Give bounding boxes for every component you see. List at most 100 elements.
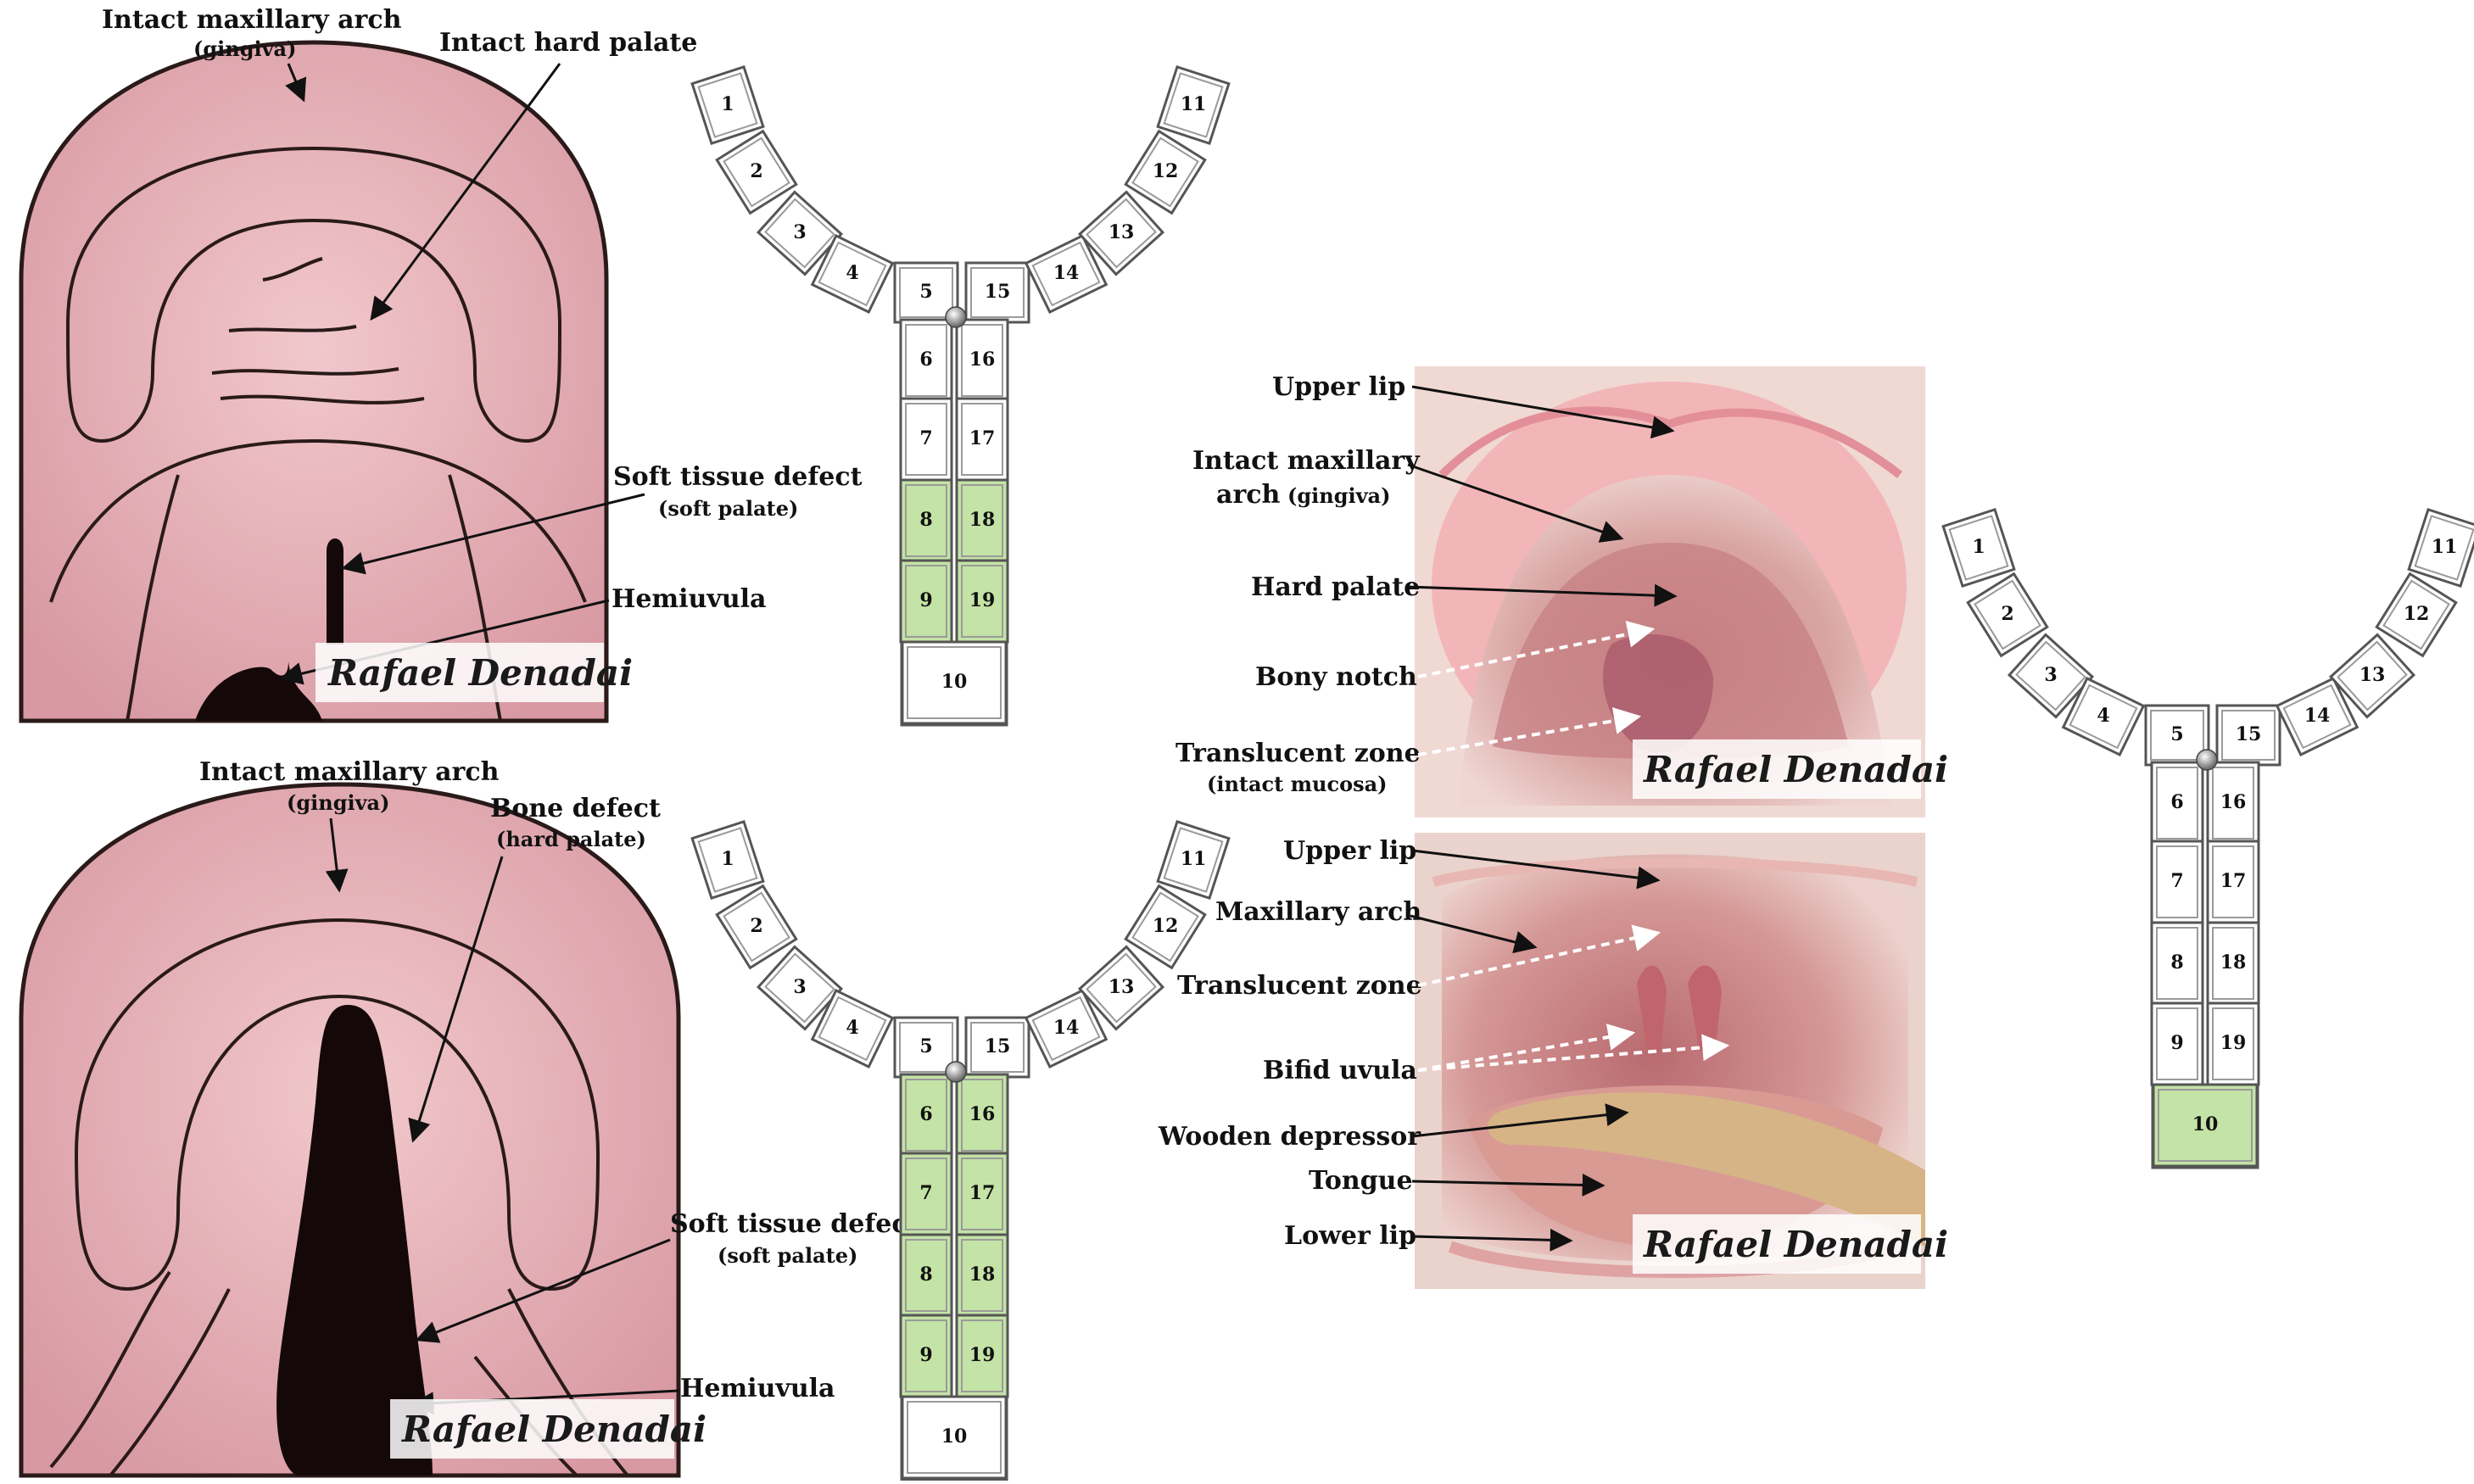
y-cell-inner (2150, 710, 2204, 761)
y-cell-inner (1031, 241, 1101, 307)
y-cell-1: 1 (1941, 508, 2016, 588)
y-cell-3: 3 (756, 190, 844, 276)
y-cell-label: 9 (2170, 1032, 2183, 1054)
y-cell-16: 16 (2206, 761, 2260, 845)
y-cell-inner (1031, 996, 1101, 1062)
y-cell-label: 1 (721, 93, 734, 115)
label-gingiva: (gingiva) (193, 36, 296, 61)
y-cell-19: 19 (955, 559, 1009, 644)
y-cell-inner (2282, 683, 2352, 750)
label-upper-lip-top: Upper lip (1272, 372, 1405, 402)
y-cell-19: 19 (2206, 1001, 2260, 1086)
label-upper-lip-bottom: Upper lip (1283, 836, 1416, 866)
y-cell-inner (2414, 515, 2474, 581)
y-cell-17: 17 (955, 1152, 1009, 1236)
y-cell-inner (905, 1158, 947, 1230)
label-soft-tissue-defect-b: Soft tissue defect (670, 1209, 919, 1239)
y-cell-label: 18 (969, 509, 996, 531)
y-cell-inner (961, 1319, 1003, 1392)
y-cell-inner (961, 1079, 1003, 1152)
arrow-bifid-uvula-2 (1417, 1034, 1730, 1072)
label-bone-defect: Bone defect (490, 794, 661, 823)
y-cell-4: 4 (810, 989, 895, 1068)
y-cell-label: 15 (985, 1035, 1011, 1057)
y-cell-17: 17 (955, 397, 1009, 482)
y-cell-inner (2212, 767, 2254, 840)
y-cell-inner (905, 403, 947, 476)
y-cell-inner (2212, 927, 2254, 1000)
y-cell-inner (697, 72, 758, 138)
y-cell-2: 2 (715, 884, 798, 970)
y-cell-label: 16 (2220, 791, 2247, 813)
y-cell-label: 14 (1053, 262, 1080, 284)
arrow-bone-defect (408, 856, 504, 1143)
y-cell-label: 3 (2044, 664, 2057, 686)
y-cell-1: 1 (690, 820, 765, 900)
y-cell-10: 10 (901, 640, 1008, 725)
y-cell-label: 7 (919, 427, 932, 449)
label-bifid-uvula: Bifid uvula (1263, 1056, 1417, 1085)
y-cell-inner (2337, 640, 2408, 711)
y-cell-inner (2156, 767, 2198, 840)
y-cell-label: 3 (793, 221, 806, 243)
y-cell-18: 18 (2206, 921, 2260, 1006)
y-cell-inner (2156, 845, 2198, 918)
y-cell-label: 5 (2170, 723, 2183, 745)
y-cell-label: 15 (985, 281, 1011, 303)
y-cell-label: 4 (846, 1017, 858, 1039)
y-cell-label: 13 (2360, 664, 2386, 686)
arrow-arch-b (325, 817, 349, 893)
label-translucent-zone-top: Translucent zone (1176, 739, 1421, 768)
y-cell-2: 2 (1966, 572, 2049, 658)
arrow-arch-top (1407, 463, 1624, 543)
y-cell-5: 5 (893, 261, 959, 324)
y-cell-inner (907, 1401, 1002, 1474)
y-cell-label: 8 (919, 509, 932, 531)
y-cell-16: 16 (955, 1073, 1009, 1158)
y-cell-label: 4 (846, 262, 858, 284)
y-cell-8: 8 (899, 478, 953, 563)
y-cell-label: 14 (1053, 1017, 1080, 1039)
label-hemiuvula-b: Hemiuvula (680, 1374, 835, 1403)
y-cell-label: 1 (721, 848, 734, 870)
y-cell-inner (899, 267, 953, 318)
y-cell-label: 4 (2097, 705, 2109, 727)
photo-bottom-labels: Upper lip Maxillary arch Translucent zon… (1158, 836, 1948, 1274)
y-cell-label: 2 (2001, 603, 2013, 625)
photo-bottom (1415, 833, 1925, 1289)
arrow-soft-tissue-defect (341, 493, 645, 575)
y-cell-7: 7 (2150, 840, 2204, 924)
y-cell-label: 19 (969, 1344, 996, 1366)
y-cell-label: 17 (969, 427, 996, 449)
y-cell-label: 12 (2404, 603, 2430, 625)
arrow-maxillary-arch (1410, 914, 1538, 954)
y-cell-6: 6 (899, 318, 953, 403)
y-cell-12: 12 (2375, 572, 2458, 658)
y-cell-label: 14 (2304, 705, 2331, 727)
y-cell-10: 10 (2152, 1083, 2259, 1168)
arrow-lower-lip (1411, 1228, 1573, 1252)
watermark-photo-top: Rafael Denadai (1643, 749, 1948, 790)
watermark-photo-bottom: Rafael Denadai (1643, 1224, 1948, 1265)
y-cell-inner (961, 324, 1003, 397)
watermark-panel-b: Rafael Denadai (401, 1409, 706, 1450)
y-cell-inner (2069, 683, 2138, 750)
y-cell-label: 17 (2220, 870, 2247, 892)
panel-a-illustration (19, 17, 611, 723)
panel-b-illustration (19, 782, 681, 1478)
y-cell-label: 10 (2192, 1113, 2219, 1135)
y-cell-4: 4 (810, 234, 895, 314)
y-cell-12: 12 (1124, 884, 1207, 970)
label-intact-maxillary: Intact maxillary (1192, 446, 1421, 476)
y-cell-inner (723, 891, 790, 962)
y-cell-15: 15 (964, 261, 1030, 324)
watermark-box (316, 643, 604, 702)
y-cell-inner (2221, 710, 2276, 761)
y-cell-label: 16 (969, 349, 996, 371)
y-cell-label: 19 (969, 589, 996, 611)
y-cell-8: 8 (899, 1233, 953, 1318)
y-cell-label: 6 (919, 349, 932, 371)
y-cell-label: 3 (793, 976, 806, 998)
